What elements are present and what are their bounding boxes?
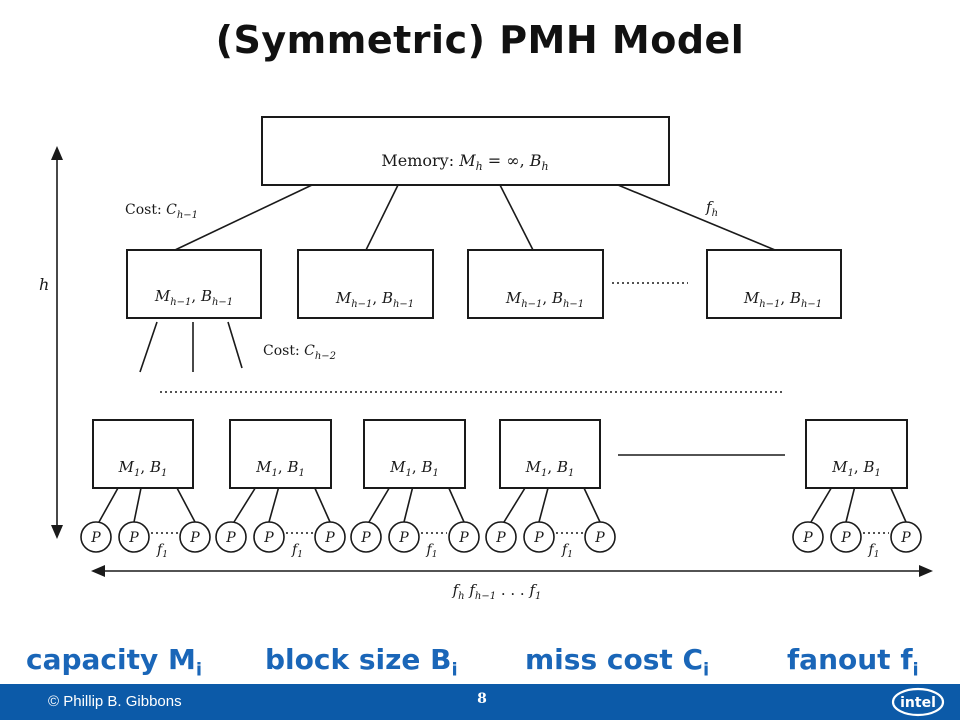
processor-label: P bbox=[398, 530, 409, 546]
cost-mid-label: Cost: Ch−2 bbox=[263, 343, 336, 362]
processor-label: P bbox=[128, 530, 139, 546]
fanout-leaf-label: f1 bbox=[156, 542, 168, 560]
processor-edge bbox=[538, 487, 549, 523]
processor-edge bbox=[503, 487, 526, 523]
level-1-box bbox=[363, 419, 466, 489]
processor-node bbox=[523, 521, 555, 553]
level-1-label: M1, B1 bbox=[118, 458, 168, 479]
level-h1-label: Mh−1, Bh−1 bbox=[335, 289, 414, 310]
level-1-label: M1, B1 bbox=[831, 458, 881, 479]
processor-node bbox=[890, 521, 922, 553]
pmh-diagram: h Memory: Mh = ∞, Bh Cost: Ch−1 fh Mh−1,… bbox=[39, 116, 933, 602]
legend-block-size: block size Bi bbox=[265, 643, 458, 681]
width-arrow bbox=[91, 565, 933, 577]
processor-node bbox=[485, 521, 517, 553]
level-h1-label: Mh−1, Bh−1 bbox=[154, 287, 233, 308]
processor-node bbox=[118, 521, 150, 553]
height-arrow bbox=[51, 146, 63, 539]
processor-label: P bbox=[533, 530, 544, 546]
level-1-group: M1, B1 P P Pf1 bbox=[792, 419, 922, 560]
level-1-group: M1, B1 P P Pf1 bbox=[80, 419, 211, 560]
level-h1-down-edges bbox=[139, 321, 243, 373]
fanout-top-label: fh bbox=[705, 198, 718, 219]
processor-edge bbox=[810, 487, 832, 523]
processor-edge bbox=[368, 487, 390, 523]
processor-node bbox=[448, 521, 480, 553]
level-1-box bbox=[805, 419, 908, 489]
level-1-group: M1, B1 P P Pf1 bbox=[350, 419, 480, 560]
processor-label: P bbox=[900, 530, 911, 546]
root-memory-label: Memory: Mh = ∞, Bh bbox=[381, 151, 548, 173]
processor-edge bbox=[268, 487, 280, 523]
level-h1-box bbox=[706, 249, 842, 319]
processor-edge bbox=[890, 487, 907, 523]
processor-label: P bbox=[263, 530, 274, 546]
level-h1-label: Mh−1, Bh−1 bbox=[505, 289, 584, 310]
level-1-box bbox=[229, 419, 332, 489]
fanout-leaf-label: f1 bbox=[868, 542, 880, 560]
processor-node bbox=[584, 521, 616, 553]
processor-label: P bbox=[225, 530, 236, 546]
slide-title: (Symmetric) PMH Model bbox=[215, 18, 745, 62]
processor-edge bbox=[176, 487, 196, 523]
processor-edge bbox=[233, 487, 256, 523]
level-1-group: M1, B1 P P Pf1 bbox=[485, 419, 616, 560]
processor-node bbox=[388, 521, 420, 553]
processor-label: P bbox=[189, 530, 200, 546]
level-1-label: M1, B1 bbox=[525, 458, 575, 479]
processor-edge bbox=[448, 487, 465, 523]
fanout-leaf-label: f1 bbox=[426, 542, 438, 560]
processor-label: P bbox=[90, 530, 101, 546]
processor-label: P bbox=[458, 530, 469, 546]
level-1-label: M1, B1 bbox=[255, 458, 305, 479]
processor-node bbox=[179, 521, 211, 553]
legend-miss-cost: miss cost Ci bbox=[525, 643, 710, 681]
parameter-legend: capacity Mi block size Bi miss cost Ci f… bbox=[0, 643, 960, 683]
processor-node bbox=[215, 521, 247, 553]
fanout-leaf-label: f1 bbox=[291, 542, 303, 560]
legend-fanout: fanout fi bbox=[787, 643, 919, 681]
processor-edge bbox=[98, 487, 119, 523]
intel-logo-icon: intel bbox=[891, 687, 945, 717]
processor-label: P bbox=[594, 530, 605, 546]
height-label: h bbox=[39, 275, 49, 294]
root-memory-box bbox=[261, 116, 670, 186]
root-edges bbox=[174, 184, 776, 251]
svg-text:intel: intel bbox=[900, 695, 936, 711]
width-label: fh fh−1 . . . f1 bbox=[452, 581, 542, 602]
processor-edge bbox=[583, 487, 601, 523]
level-1-layer: M1, B1 P P Pf1 M1, B1 P P Pf1 M1, B1 P P Pf1 M1, B1 P… bbox=[80, 419, 922, 560]
level-h1-label: Mh−1, Bh−1 bbox=[743, 289, 822, 310]
processor-label: P bbox=[495, 530, 506, 546]
fanout-leaf-label: f1 bbox=[561, 542, 573, 560]
processor-node bbox=[830, 521, 862, 553]
level-h1-box bbox=[126, 249, 262, 319]
processor-node bbox=[792, 521, 824, 553]
footer-bar: © Phillip B. Gibbons 8 intel bbox=[0, 684, 960, 720]
processor-label: P bbox=[840, 530, 851, 546]
level-1-label: M1, B1 bbox=[389, 458, 439, 479]
cost-top-label: Cost: Ch−1 bbox=[125, 202, 198, 221]
level-1-group: M1, B1 P P Pf1 bbox=[215, 419, 346, 560]
processor-edge bbox=[314, 487, 331, 523]
level-1-box bbox=[499, 419, 601, 489]
processor-edge bbox=[845, 487, 856, 523]
processor-label: P bbox=[802, 530, 813, 546]
processor-node bbox=[350, 521, 382, 553]
level-h1-box bbox=[467, 249, 604, 319]
processor-edge bbox=[133, 487, 142, 523]
level-h1-box bbox=[297, 249, 434, 319]
processor-node bbox=[253, 521, 285, 553]
processor-node bbox=[80, 521, 112, 553]
level-1-box bbox=[92, 419, 194, 489]
processor-label: P bbox=[360, 530, 371, 546]
processor-label: P bbox=[324, 530, 335, 546]
legend-capacity: capacity Mi bbox=[26, 643, 203, 681]
processor-node bbox=[314, 521, 346, 553]
processor-edge bbox=[403, 487, 414, 523]
page-number: 8 bbox=[477, 691, 487, 707]
copyright-text: © Phillip B. Gibbons bbox=[48, 693, 182, 710]
